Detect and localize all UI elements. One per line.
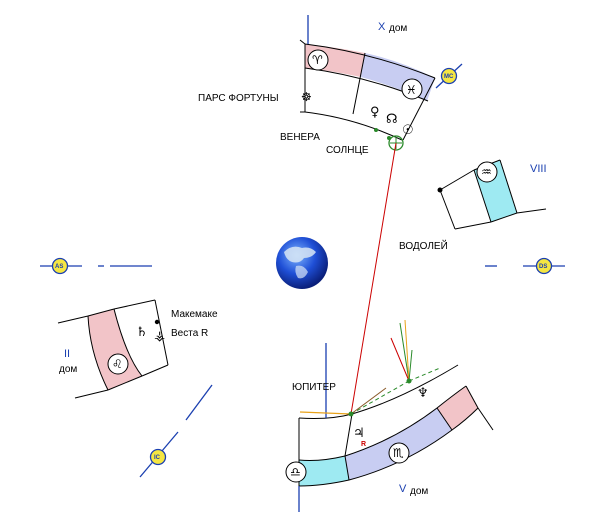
leo-band [88,309,142,390]
house-ii-numeral: II [64,348,70,360]
sun-icon: ☉ [402,123,414,138]
pars-fortuny-icon: ☸ [301,90,312,104]
scorpio-icon: ♏ [393,446,404,460]
makemake-icon: ♄ [136,325,148,340]
house-v-word: дом [410,486,428,497]
ds-badge: DS [485,257,565,275]
libra-band [299,456,349,486]
house-v-numeral: V [399,483,407,495]
x-house-planets: ☸ ПАРС ФОРТУНЫ ♀ ☊ ☉ ВЕНЕРА СОЛНЦЕ [198,90,414,156]
house-x-word: дом [389,23,407,34]
house-ii-word: дом [59,364,77,375]
house-viii-numeral: VIII [530,163,547,175]
pars-fortuny-label: ПАРС ФОРТУНЫ [198,93,279,104]
venus-icon: ♀ [370,105,380,120]
svg-text:DS: DS [539,264,547,270]
node-icon: ☊ [386,112,398,127]
svg-text:MC: MC [444,74,454,80]
vesta-label: Веста R [171,328,208,339]
jupiter-retro-mark: R [361,441,366,448]
svg-text:AS: AS [55,264,63,270]
libra-icon: ♎ [290,465,301,479]
neptune-icon: ♆ [417,386,429,401]
earth-globe [276,237,328,289]
svg-text:IC: IC [154,455,161,461]
house-x-numeral: X [378,21,386,33]
pisces-icon: ♓ [406,83,417,97]
leo-icon: ♌ [112,357,123,371]
venera-label: ВЕНЕРА [280,132,320,143]
mc-badge: MC [435,63,463,89]
jupiter-icon: ♃ [353,426,365,441]
aries-icon: ♈ [312,53,323,67]
vodoley-label: ВОДОЛЕЙ [399,239,448,252]
aquarius-icon: ♒ [481,165,492,179]
sagittarius-band [437,386,478,430]
aspect-lines [299,142,441,417]
makemake-label: Макемаке [171,309,218,320]
ic-badge: IC [139,384,213,478]
house-viii-sector: ♒ VIII [437,159,547,230]
solntse-label: СОЛНЦЕ [326,145,369,156]
house-v-sector: ♎ ♏ V дом ♃ R ♆ ЮПИТЕР [285,343,494,512]
house-x-sector: ♈ ♓ X дом [299,15,436,141]
as-badge: AS [40,257,152,275]
pisces-band [361,53,435,101]
house-ii-sector: ♌ ♄ ⚶ Макемаке Веста R II дом [57,299,218,399]
yupiter-label: ЮПИТЕР [292,382,336,393]
vesta-icon: ⚶ [154,329,165,344]
